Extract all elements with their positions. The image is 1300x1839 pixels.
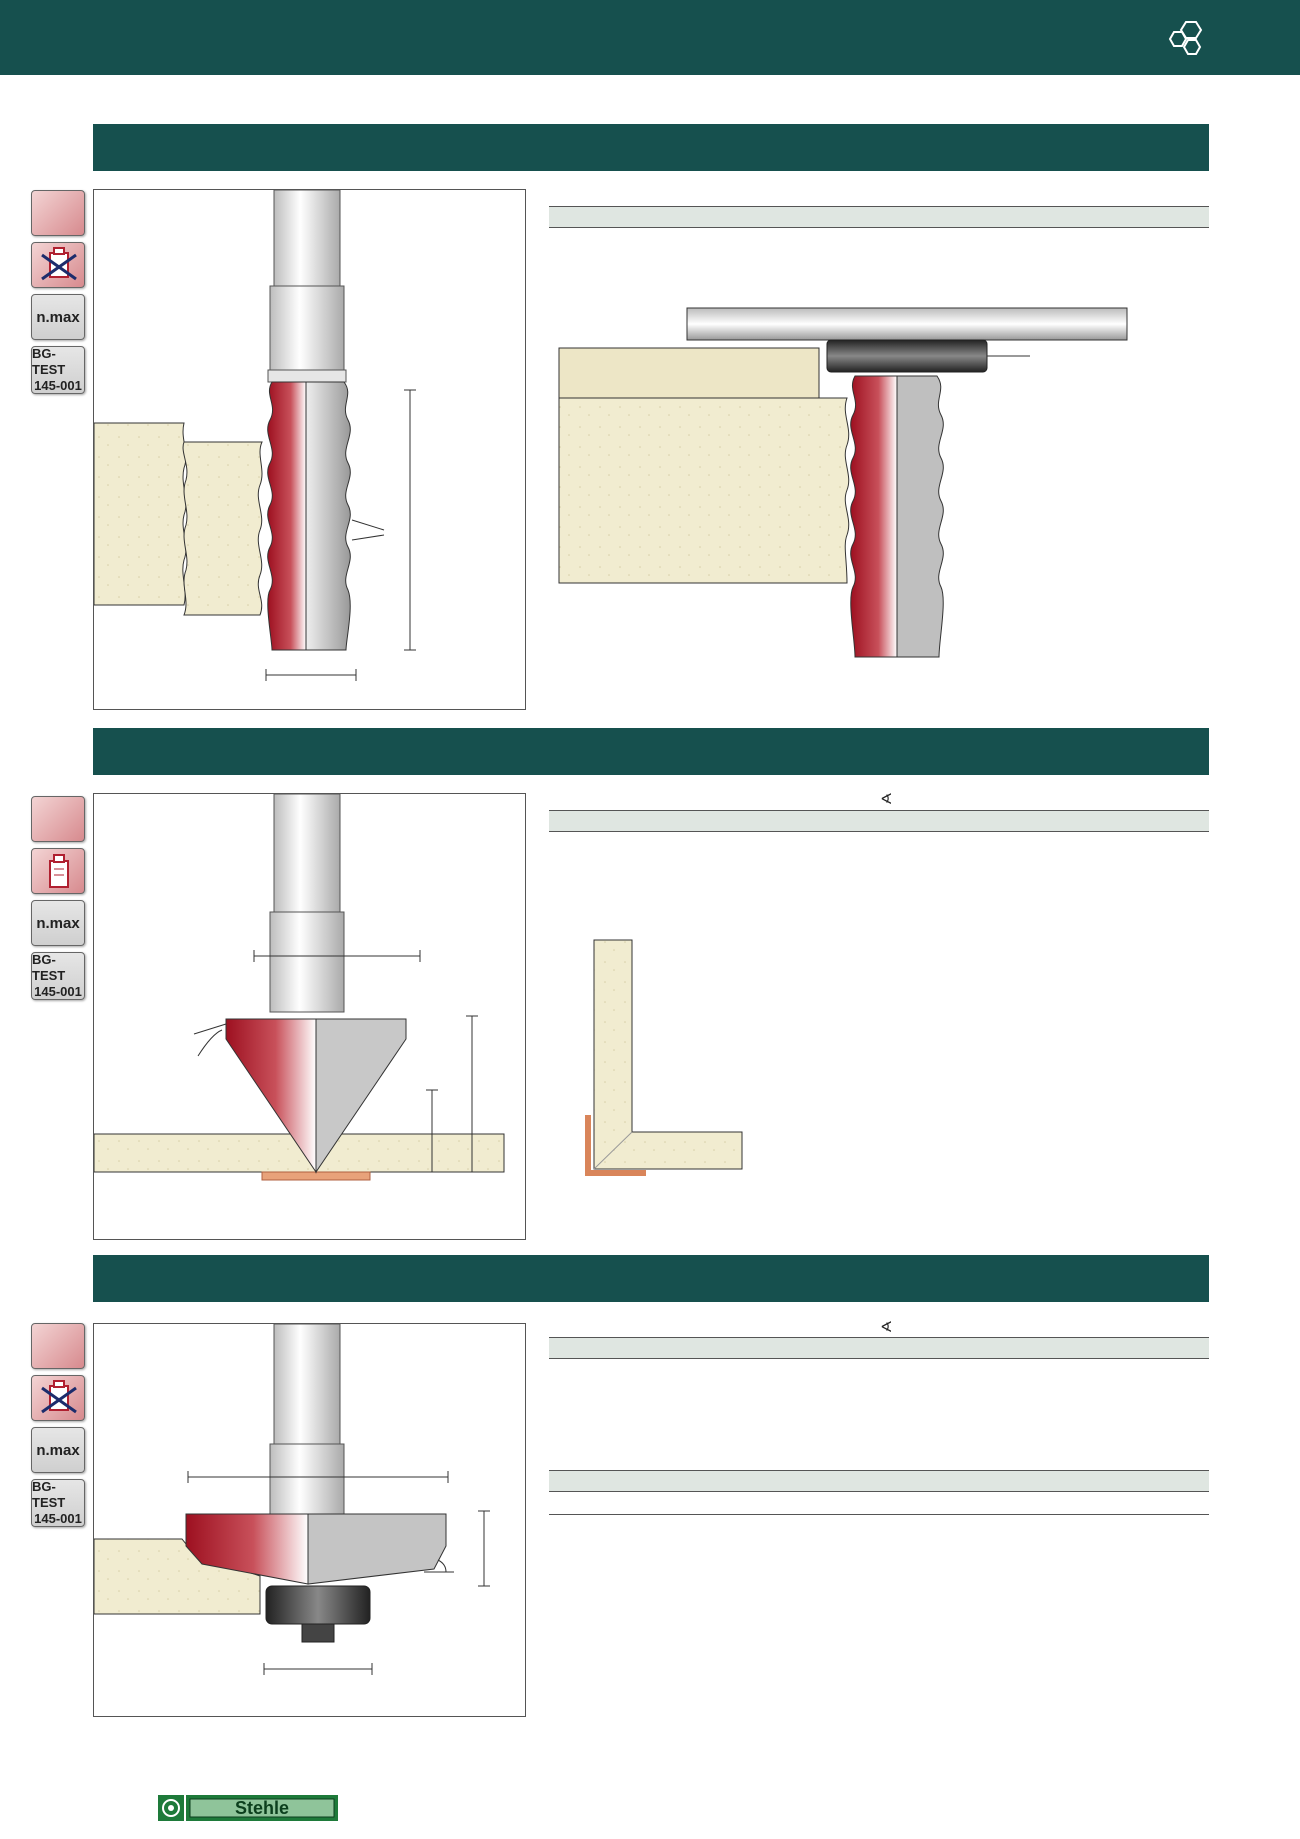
wave-cutter-drawing bbox=[94, 190, 416, 681]
section-1-drawing-panel bbox=[93, 189, 526, 710]
section-2-application-drawing bbox=[585, 939, 743, 1176]
section-2-icons: n.max BG-TEST 145-001 bbox=[31, 796, 87, 1006]
section-1-table-header bbox=[549, 206, 1209, 228]
section-1-icons: n.max BG-TEST 145-001 bbox=[31, 190, 87, 400]
material-icon bbox=[31, 796, 85, 842]
bg-test-badge: BG-TEST 145-001 bbox=[31, 346, 85, 394]
brand-mark-icon bbox=[1168, 21, 1203, 55]
no-bearing-icon bbox=[31, 1375, 85, 1421]
bg-test-line1: BG-TEST bbox=[32, 1479, 66, 1510]
bg-test-line2: 145-001 bbox=[34, 378, 82, 393]
max-speed-icon: n.max bbox=[31, 1427, 85, 1473]
section-3-header bbox=[93, 1255, 1209, 1302]
bg-test-line1: BG-TEST bbox=[32, 952, 66, 983]
bg-test-badge: BG-TEST 145-001 bbox=[31, 952, 85, 1000]
bearing-icon bbox=[31, 848, 85, 894]
section-3-table-rule bbox=[549, 1514, 1209, 1515]
section-2-header bbox=[93, 728, 1209, 775]
section-3-drawing-panel bbox=[93, 1323, 526, 1717]
bg-test-line2: 145-001 bbox=[34, 1511, 82, 1526]
section-3-icons: n.max BG-TEST 145-001 bbox=[31, 1323, 87, 1533]
section-1-header bbox=[93, 124, 1209, 171]
stehle-logo: Stehle bbox=[158, 1795, 338, 1821]
no-bearing-icon bbox=[31, 242, 85, 288]
bg-test-line1: BG-TEST bbox=[32, 346, 66, 377]
material-icon bbox=[31, 190, 85, 236]
section-2-angle-symbol: ∢ bbox=[880, 791, 893, 808]
bg-test-badge: BG-TEST 145-001 bbox=[31, 1479, 85, 1527]
stehle-logo-text: Stehle bbox=[235, 1798, 289, 1818]
max-speed-icon: n.max bbox=[31, 900, 85, 946]
section-1-application-drawing bbox=[558, 307, 1128, 658]
v-groove-cutter-drawing bbox=[94, 794, 505, 1181]
section-3-table-header-2 bbox=[549, 1470, 1209, 1492]
section-3-angle-symbol: ∢ bbox=[880, 1319, 893, 1336]
section-3-table-header bbox=[549, 1337, 1209, 1359]
max-speed-icon: n.max bbox=[31, 294, 85, 340]
material-icon bbox=[31, 1323, 85, 1369]
bg-test-line2: 145-001 bbox=[34, 984, 82, 999]
section-2-table-header bbox=[549, 810, 1209, 832]
bevel-cutter-drawing bbox=[94, 1324, 490, 1675]
header-bar bbox=[0, 0, 1300, 75]
section-2-drawing-panel bbox=[93, 793, 526, 1240]
